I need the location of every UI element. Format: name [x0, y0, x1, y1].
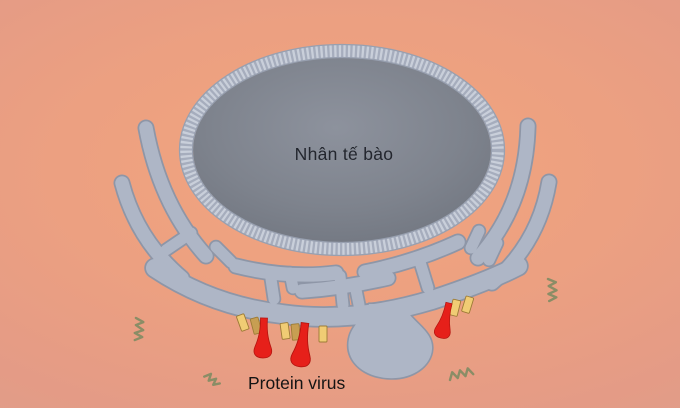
- er-membrane-tube: [210, 241, 237, 268]
- er-membrane-tube: [334, 270, 349, 311]
- nucleus-envelope-ticks: [179, 44, 505, 256]
- er-membrane-tube: [350, 284, 365, 311]
- protein-virus-label: Protein virus: [248, 373, 346, 393]
- nucleus-body: [178, 43, 506, 257]
- membrane-protein-tag: [236, 313, 250, 332]
- rna-squiggle-icon: [203, 372, 221, 387]
- nucleus-inner-edge: [191, 56, 493, 244]
- er-membrane-tube: [358, 235, 465, 279]
- er-membrane-tubes: [115, 119, 556, 379]
- budding-vesicle: [348, 304, 433, 379]
- nucleus-outer-edge: [178, 43, 506, 257]
- membrane-protein-tag: [461, 295, 475, 314]
- er-membrane-tube: [284, 267, 299, 294]
- virus-spike-proteins: [253, 301, 453, 368]
- er-membrane-tube: [483, 237, 503, 266]
- er-membrane-tube: [465, 225, 485, 254]
- virus-spike-protein: [433, 301, 453, 339]
- nucleus-label: Nhân tế bào: [295, 144, 394, 164]
- virus-spike-protein: [290, 322, 311, 368]
- rna-squiggles: [133, 277, 558, 387]
- er-membrane-tube: [471, 119, 535, 265]
- rna-squiggle-icon: [133, 316, 145, 342]
- er-membrane-tube: [265, 273, 280, 305]
- er-membrane-tube: [160, 227, 197, 256]
- er-membrane-tube: [139, 121, 213, 263]
- nucleus-interior: [193, 57, 491, 243]
- membrane-protein-tag: [318, 325, 328, 343]
- er-membrane-tube: [414, 256, 434, 294]
- er-membrane-tube: [146, 257, 527, 326]
- membrane-protein-tag: [279, 322, 291, 340]
- virus-spike-protein: [253, 317, 273, 359]
- rna-squiggle-icon: [448, 367, 475, 382]
- rna-squiggle-icon: [546, 277, 558, 303]
